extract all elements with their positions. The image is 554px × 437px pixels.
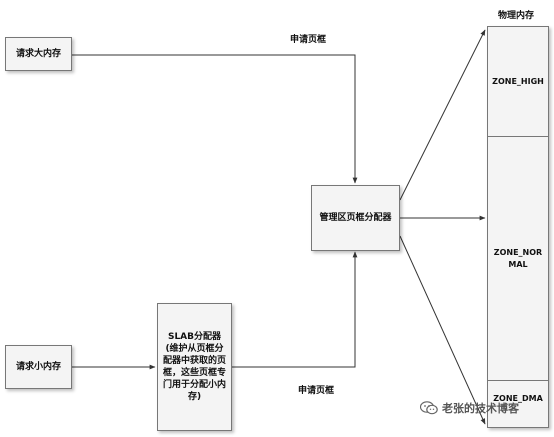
watermark: 老张的技术博客	[419, 400, 519, 416]
edge-manager-to-zone-dma	[399, 235, 486, 425]
physical-memory-column: ZONE_HIGH ZONE_NORMAL ZONE_DMA	[487, 26, 549, 428]
zone-high: ZONE_HIGH	[488, 27, 548, 137]
zone-normal: ZONE_NORMAL	[488, 137, 548, 381]
node-slab-allocator: SLAB分配器 (维护从页框分配器中获取的页框，这些页框专门用于分配小内存)	[157, 303, 232, 431]
zone-high-label: ZONE_HIGH	[492, 76, 544, 86]
node-request-large: 请求大内存	[5, 37, 72, 71]
zone-dma-label: ZONE_DMA	[493, 394, 543, 403]
node-slab-allocator-label: SLAB分配器 (维护从页框分配器中获取的页框，这些页框专门用于分配小内存)	[163, 331, 227, 403]
node-request-small-label: 请求小内存	[15, 361, 61, 372]
node-request-large-label: 请求大内存	[15, 48, 61, 59]
memory-title: 物理内存	[498, 11, 535, 21]
zone-normal-label: ZONE_NORMAL	[493, 248, 543, 269]
node-zone-allocator-label: 管理区页框分配器	[319, 212, 392, 223]
edge-label-bottom: 申请页框	[298, 386, 335, 396]
edge-large-to-manager	[72, 54, 358, 184]
edge-label-top: 申请页框	[290, 35, 327, 45]
node-request-small: 请求小内存	[5, 345, 72, 389]
zone-dma: ZONE_DMA	[488, 381, 548, 427]
node-zone-allocator: 管理区页框分配器	[311, 185, 400, 251]
watermark-text: 老张的技术博客	[442, 402, 519, 415]
edge-manager-to-zone-high	[399, 29, 486, 201]
edge-slab-to-manager	[232, 251, 358, 368]
wechat-icon	[419, 401, 438, 415]
